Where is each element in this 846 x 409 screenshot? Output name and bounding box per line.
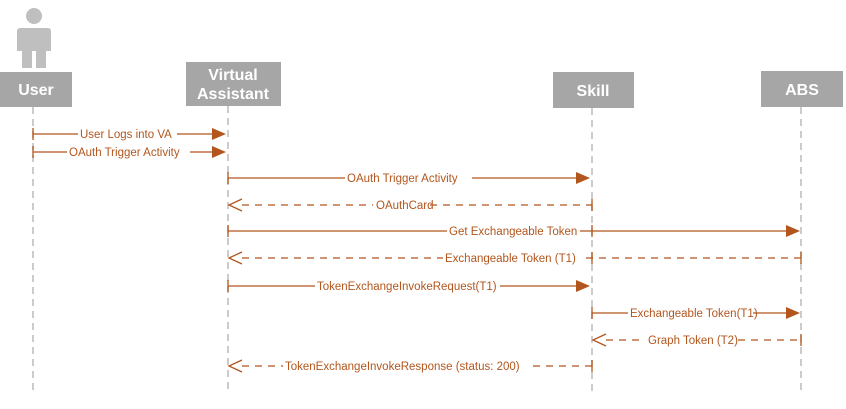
participant-virtual-assistant-label-line2: Assistant (197, 86, 270, 103)
message-graph-token-t2: Graph Token (T2) (591, 333, 802, 347)
participant-user[interactable]: User (0, 72, 72, 107)
participant-abs[interactable]: ABS (761, 71, 843, 107)
message-label: OAuthCard (376, 200, 434, 212)
message-label: Graph Token (T2) (648, 335, 738, 347)
message-get-exchangeable-token: Get Exchangeable Token (227, 225, 800, 238)
message-label: OAuth Trigger Activity (69, 147, 180, 159)
message-token-exchange-invoke-request: TokenExchangeInvokeRequest(T1) (227, 280, 590, 293)
message-label: TokenExchangeInvokeResponse (status: 200… (285, 361, 520, 373)
participant-abs-label: ABS (785, 82, 819, 99)
message-oauth-trigger-activity-va: OAuth Trigger Activity (227, 172, 590, 185)
message-label: User Logs into VA (80, 129, 172, 141)
message-user-logs-into-va: User Logs into VA (32, 128, 226, 141)
participant-skill[interactable]: Skill (553, 72, 634, 108)
participant-virtual-assistant[interactable]: Virtual Assistant (186, 62, 281, 106)
message-label: TokenExchangeInvokeRequest(T1) (317, 281, 497, 293)
person-actor-icon (17, 8, 51, 68)
message-token-exchange-invoke-response: TokenExchangeInvokeResponse (status: 200… (227, 359, 593, 373)
message-label: Exchangeable Token (T1) (445, 253, 576, 265)
message-label: Get Exchangeable Token (449, 226, 577, 238)
participant-virtual-assistant-label-line1: Virtual (208, 67, 258, 84)
participant-user-label: User (18, 82, 54, 99)
message-oauth-trigger-activity-user: OAuth Trigger Activity (32, 146, 226, 159)
participant-skill-label: Skill (577, 83, 610, 100)
message-label: Exchangeable Token(T1) (630, 308, 758, 320)
message-exchangeable-token-t1-abs: Exchangeable Token (T1) (227, 251, 802, 265)
message-exchangeable-token-t1-skill: Exchangeable Token(T1) (591, 307, 800, 320)
message-label: OAuth Trigger Activity (347, 173, 458, 185)
message-oauthcard: OAuthCard (227, 198, 593, 212)
